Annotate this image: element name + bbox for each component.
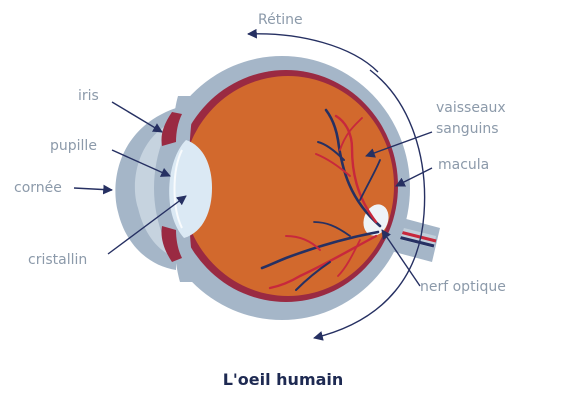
iris-upper — [161, 112, 182, 146]
retine-arc-side — [313, 69, 426, 341]
macula-arrow — [395, 167, 433, 187]
label-nerf-optique: nerf optique — [420, 279, 506, 295]
label-cornee: cornée — [14, 180, 62, 196]
label-cristallin: cristallin — [28, 252, 88, 268]
nerf-optique-arrow — [381, 229, 421, 287]
blood-vessels — [260, 108, 382, 291]
label-vaisseaux: vaisseaux — [436, 100, 506, 116]
iris-lower — [161, 226, 182, 262]
cristallin-arrow — [107, 195, 187, 255]
diagram-title: L'oeil humain — [222, 370, 344, 389]
label-iris: iris — [78, 88, 99, 104]
label-pupille: pupille — [50, 138, 97, 154]
vitreous-body — [182, 76, 394, 296]
pupille-arrow — [111, 149, 171, 177]
retine-arc-top — [247, 28, 379, 73]
vaisseaux-arrow — [365, 131, 433, 158]
cornee-arrow — [73, 184, 113, 195]
iris-arrow — [111, 101, 163, 133]
label-retine: Rétine — [258, 12, 303, 28]
label-macula: macula — [438, 157, 490, 173]
label-sanguins: sanguins — [436, 121, 499, 137]
lens — [169, 140, 212, 238]
